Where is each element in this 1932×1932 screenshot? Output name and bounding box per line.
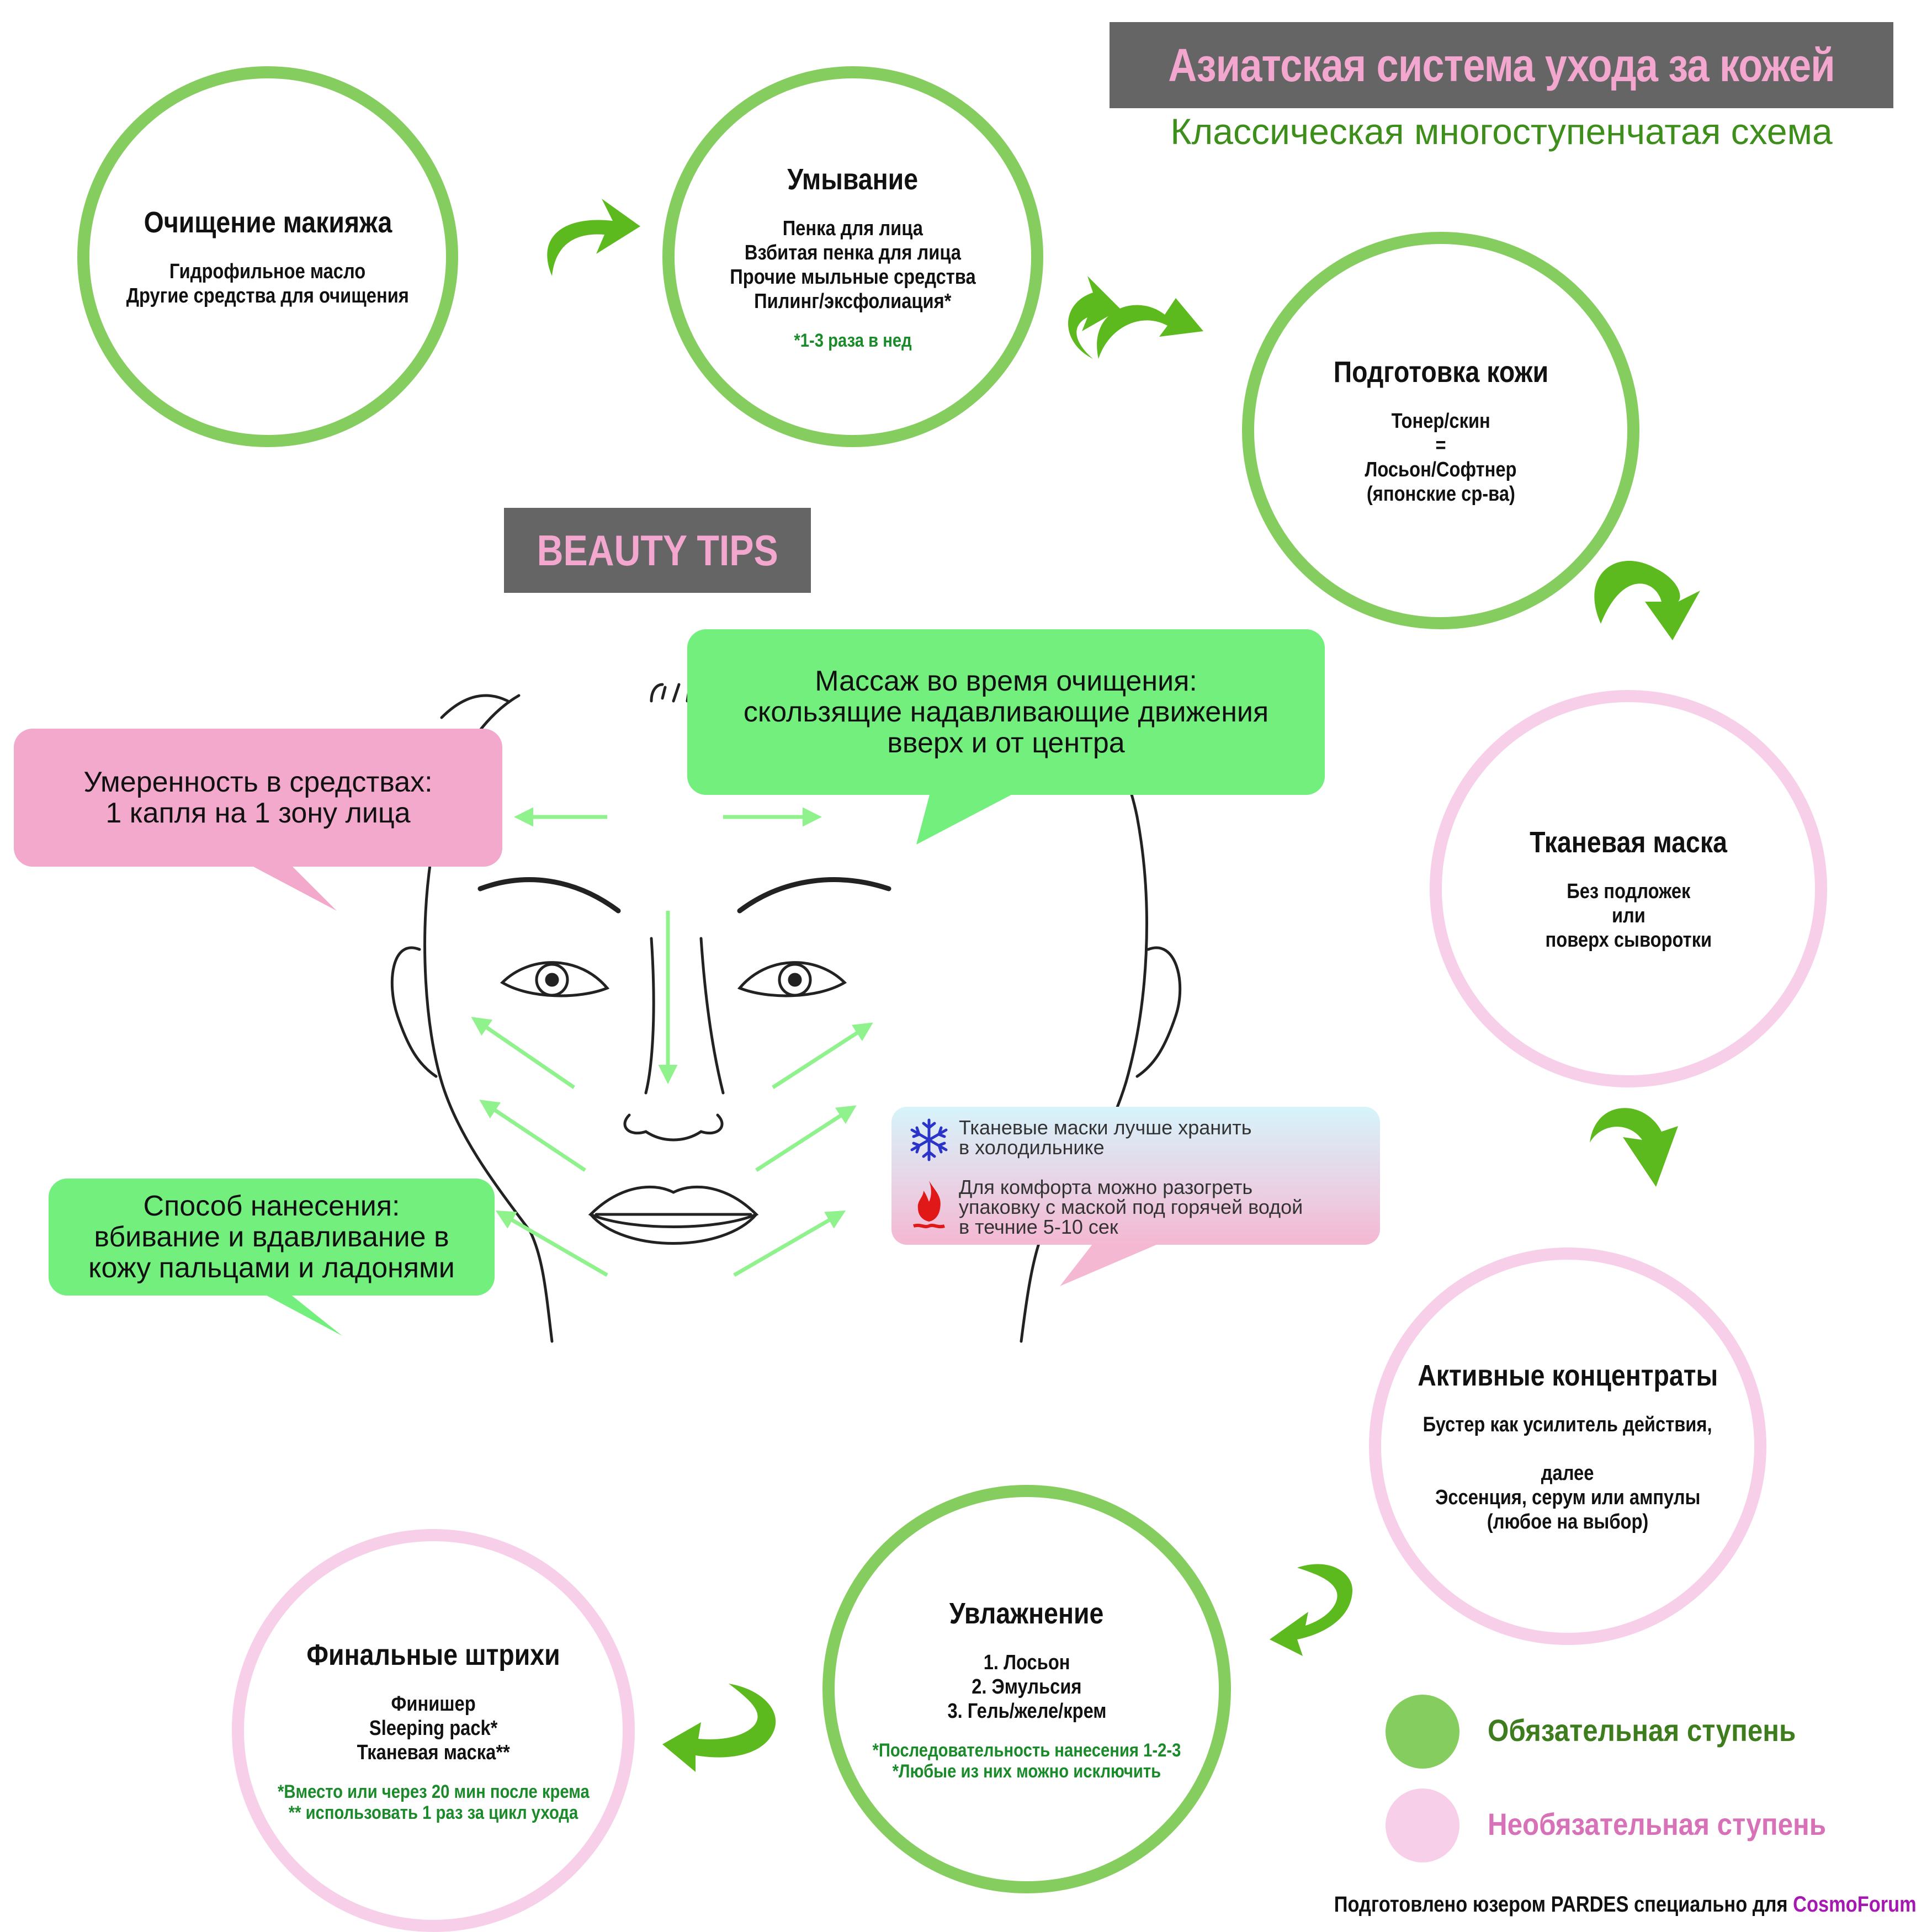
step-note: *Любые из них можно исключить	[892, 1761, 1161, 1782]
mask-notes-bubble: Тканевые маски лучше хранить в холодильн…	[891, 1107, 1380, 1245]
mask-notes-bubble-tail	[1060, 1236, 1176, 1286]
application-tip-bubble: Способ нанесения: вбивание и вдавливание…	[49, 1179, 495, 1296]
step-title: Подготовка кожи	[1333, 355, 1548, 389]
page-title: Азиатская система ухода за кожей	[1168, 39, 1835, 91]
flow-arrow-3	[1594, 561, 1700, 640]
flow-arrow-1	[547, 199, 640, 276]
flow-arrow-6	[662, 1684, 776, 1772]
step-line: далее	[1541, 1462, 1594, 1485]
moderation-tip-line: 1 капля на 1 зону лица	[105, 797, 411, 829]
step-line: Пенка для лица	[782, 217, 923, 240]
application-bubble-tail	[259, 1292, 342, 1336]
step-line: Прочие мыльные средства	[730, 266, 976, 289]
moderation-tip-line: Умеренность в средствах:	[83, 766, 433, 798]
page-subtitle: Классическая многоступенчатая схема	[1170, 111, 1833, 152]
step-line: Гидрофильное масло	[169, 260, 366, 283]
application-tip-line: кожу пальцами и ладонями	[88, 1252, 455, 1284]
step-line: 3. Гель/желе/крем	[947, 1700, 1107, 1723]
footer-brand: CosmoForum	[1793, 1892, 1917, 1917]
massage-tip-line: скользящие надавливающие движения	[743, 696, 1269, 728]
step-line: поверх сыворотки	[1545, 928, 1712, 952]
step-sheet-mask: Тканевая маска Без подложек или поверх с…	[1430, 690, 1827, 1087]
beauty-tips-label: BEAUTY TIPS	[537, 526, 778, 575]
step-note: *Последовательность нанесения 1-2-3	[872, 1740, 1181, 1761]
step-line: Бустер как усилитель действия,	[1423, 1413, 1712, 1436]
step-title: Финальные штрихи	[306, 1638, 560, 1671]
step-line: Sleeping pack*	[369, 1717, 498, 1740]
flame-icon	[913, 1181, 945, 1229]
flow-arrow-4	[1590, 1108, 1678, 1187]
face-illustration	[390, 683, 1182, 1343]
step-finishing-touches: Финальные штрихи Финишер Sleeping pack* …	[232, 1529, 635, 1932]
warm-note-line: упаковку с маской под горячей водой	[959, 1196, 1303, 1218]
application-tip-line: Способ нанесения:	[143, 1190, 400, 1222]
legend-optional-label: Необязательная ступень	[1488, 1807, 1827, 1841]
step-title: Тканевая маска	[1530, 826, 1727, 859]
step-line: (японские ср-ва)	[1366, 482, 1515, 506]
moderation-tip-bubble: Умеренность в средствах: 1 капля на 1 зо…	[14, 729, 502, 867]
step-line: Взбитая пенка для лица	[744, 241, 962, 264]
flow-arrow-2	[1068, 276, 1203, 359]
cold-note-line: в холодильнике	[959, 1136, 1105, 1159]
step-title: Умывание	[787, 163, 919, 196]
step-line: (любое на выбор)	[1487, 1510, 1649, 1533]
step-line: Пилинг/эксфолиация*	[754, 290, 952, 313]
application-tip-line: вбивание и вдавливание в	[94, 1221, 449, 1253]
step-line: или	[1611, 904, 1646, 927]
massage-tip-line: Массаж во время очищения:	[815, 665, 1197, 697]
step-title: Очищение макияжа	[144, 206, 392, 239]
massage-arrows	[471, 807, 873, 1277]
step-active-concentrates: Активные концентраты Бустер как усилител…	[1369, 1248, 1766, 1645]
snowflake-icon	[910, 1118, 948, 1161]
footer-credit: Подготовлено юзером PARDES специально дл…	[1334, 1892, 1917, 1917]
warm-note-line: Для комфорта можно разогреть	[959, 1176, 1253, 1198]
legend-required-label: Обязательная ступень	[1488, 1713, 1796, 1748]
step-skin-prep: Подготовка кожи Тонер/скин = Лосьон/Софт…	[1242, 232, 1639, 629]
step-note: *Вместо или через 20 мин после крема	[277, 1781, 590, 1802]
step-line: Другие средства для очищения	[126, 284, 410, 307]
step-makeup-removal: Очищение макияжа Гидрофильное масло Друг…	[77, 66, 458, 447]
step-line: =	[1435, 434, 1446, 457]
step-line: Эссенция, серум или ампулы	[1435, 1486, 1701, 1509]
footer-prefix: Подготовлено юзером PARDES специально дл…	[1334, 1892, 1793, 1917]
step-line: Без подложек	[1566, 880, 1691, 903]
step-note: *1-3 раза в нед	[794, 330, 912, 351]
step-line: Тонер/скин	[1391, 410, 1490, 433]
beauty-tips-banner: BEAUTY TIPS	[504, 508, 811, 593]
step-line: Тканевая маска**	[357, 1741, 510, 1764]
step-title: Увлажнение	[949, 1597, 1104, 1630]
moderation-bubble-tail	[243, 861, 337, 911]
cold-note: Тканевые маски лучше хранить в холодильн…	[907, 1118, 1251, 1162]
legend-required-swatch	[1386, 1695, 1459, 1769]
step-note: ** использовать 1 раз за цикл ухода	[288, 1802, 578, 1823]
step-line: 2. Эмульсия	[972, 1675, 1082, 1699]
step-washing: Умывание Пенка для лица Взбитая пенка дл…	[662, 66, 1043, 447]
step-line: Финишер	[391, 1692, 476, 1716]
warm-note-line: в течние 5-10 сек	[959, 1216, 1118, 1238]
step-line: Лосьон/Софтнер	[1365, 458, 1517, 481]
step-title: Активные концентраты	[1418, 1359, 1718, 1392]
flow-arrow-5	[1270, 1564, 1352, 1656]
warm-note: Для комфорта можно разогреть упаковку с …	[907, 1177, 1303, 1237]
title-banner: Азиатская система ухода за кожей	[1110, 22, 1893, 108]
massage-tip-line: вверх и от центра	[887, 727, 1125, 759]
cold-note-line: Тканевые маски лучше хранить	[959, 1116, 1252, 1139]
step-moisturizing: Увлажнение 1. Лосьон 2. Эмульсия 3. Гель…	[822, 1485, 1231, 1893]
massage-tip-bubble: Массаж во время очищения: скользящие над…	[687, 629, 1325, 795]
legend-optional-swatch	[1386, 1788, 1459, 1862]
step-line: 1. Лосьон	[983, 1651, 1070, 1674]
